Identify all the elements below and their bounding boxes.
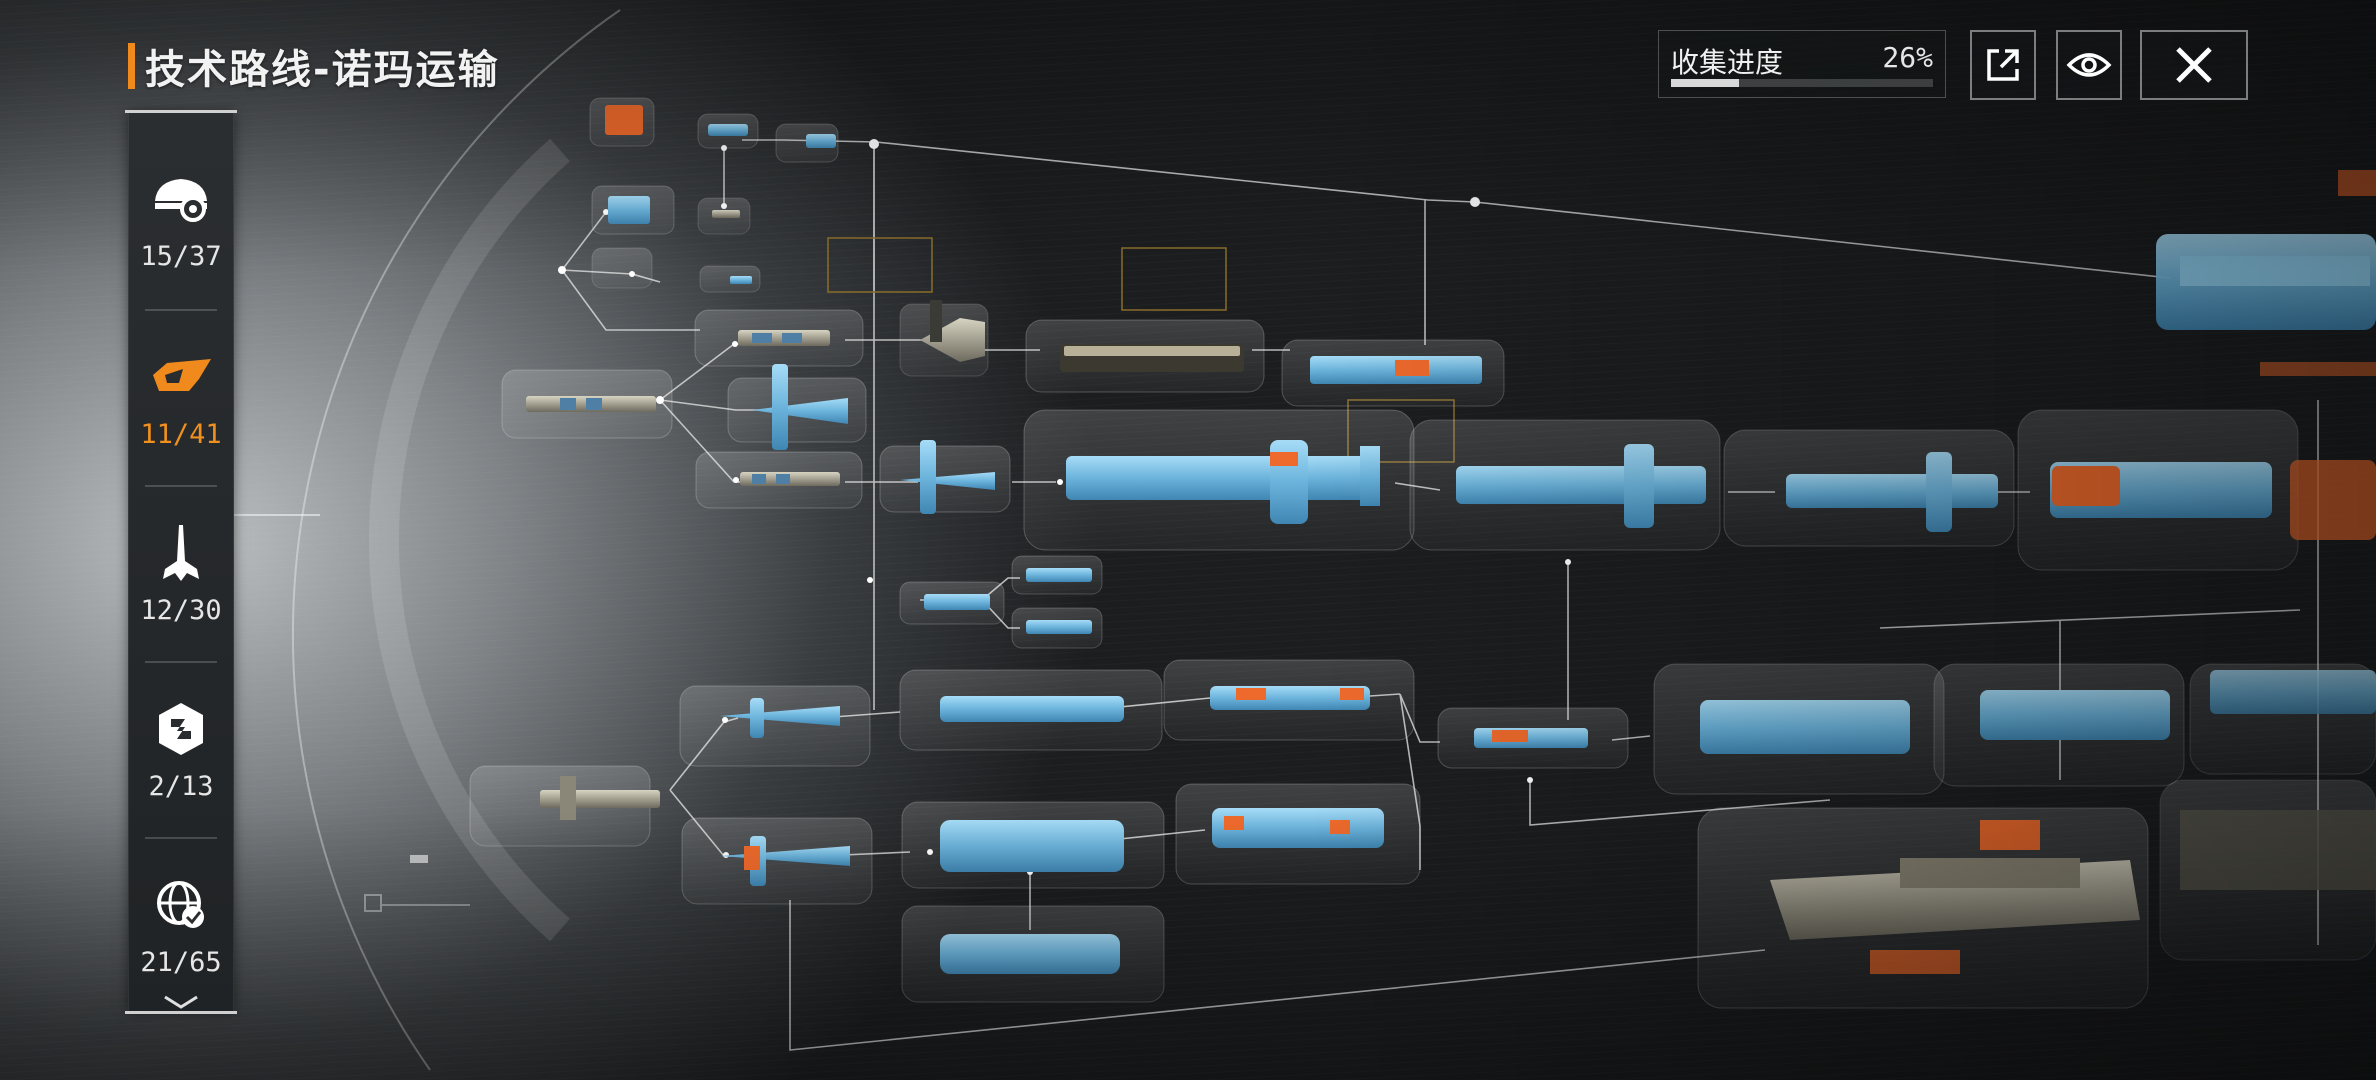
category-destroyer[interactable]: 12/30 — [129, 485, 233, 661]
close-button[interactable] — [2140, 30, 2248, 100]
page-title-group: 技术路线-诺玛运输 — [128, 38, 500, 94]
category-carrier[interactable]: 21/65 — [129, 837, 233, 1013]
chevron-down-icon[interactable] — [163, 995, 199, 1009]
carrier-globe-icon — [157, 880, 204, 928]
progress-percent: 26% — [1882, 41, 1933, 74]
progress-track — [1671, 79, 1933, 87]
destroyer-spire-icon — [163, 524, 199, 581]
category-count: 15/37 — [140, 240, 222, 272]
share-button[interactable] — [1970, 30, 2036, 100]
page-title: 技术路线-诺玛运输 — [145, 47, 500, 93]
eye-icon — [2066, 53, 2112, 77]
ship-nodes — [469, 97, 2376, 1009]
corvette-wing-icon — [153, 358, 211, 391]
divider — [145, 837, 217, 839]
category-frigate[interactable]: 15/37 — [129, 131, 233, 307]
category-corvette[interactable]: 11/41 — [129, 309, 233, 485]
frigate-gear-icon — [155, 178, 207, 222]
cruiser-hex-icon — [159, 702, 203, 755]
category-count: 2/13 — [148, 770, 214, 802]
category-count: 12/30 — [140, 594, 222, 626]
category-count: 21/65 — [140, 946, 222, 978]
category-count: 11/41 — [140, 418, 222, 450]
divider — [145, 485, 217, 487]
category-sidebar: 15/37 11/41 12/30 2/13 21/65 — [125, 110, 237, 1014]
share-icon — [1987, 49, 2019, 81]
view-toggle-button[interactable] — [2056, 30, 2122, 100]
collection-progress: 收集进度 26% — [1658, 30, 1946, 98]
title-accent-bar — [128, 43, 135, 89]
close-icon — [2176, 47, 2212, 83]
divider — [145, 661, 217, 663]
divider — [145, 309, 217, 311]
progress-label: 收集进度 — [1671, 46, 1784, 79]
category-cruiser[interactable]: 2/13 — [129, 661, 233, 837]
progress-fill — [1671, 79, 1740, 87]
frame-arc — [292, 9, 621, 1071]
